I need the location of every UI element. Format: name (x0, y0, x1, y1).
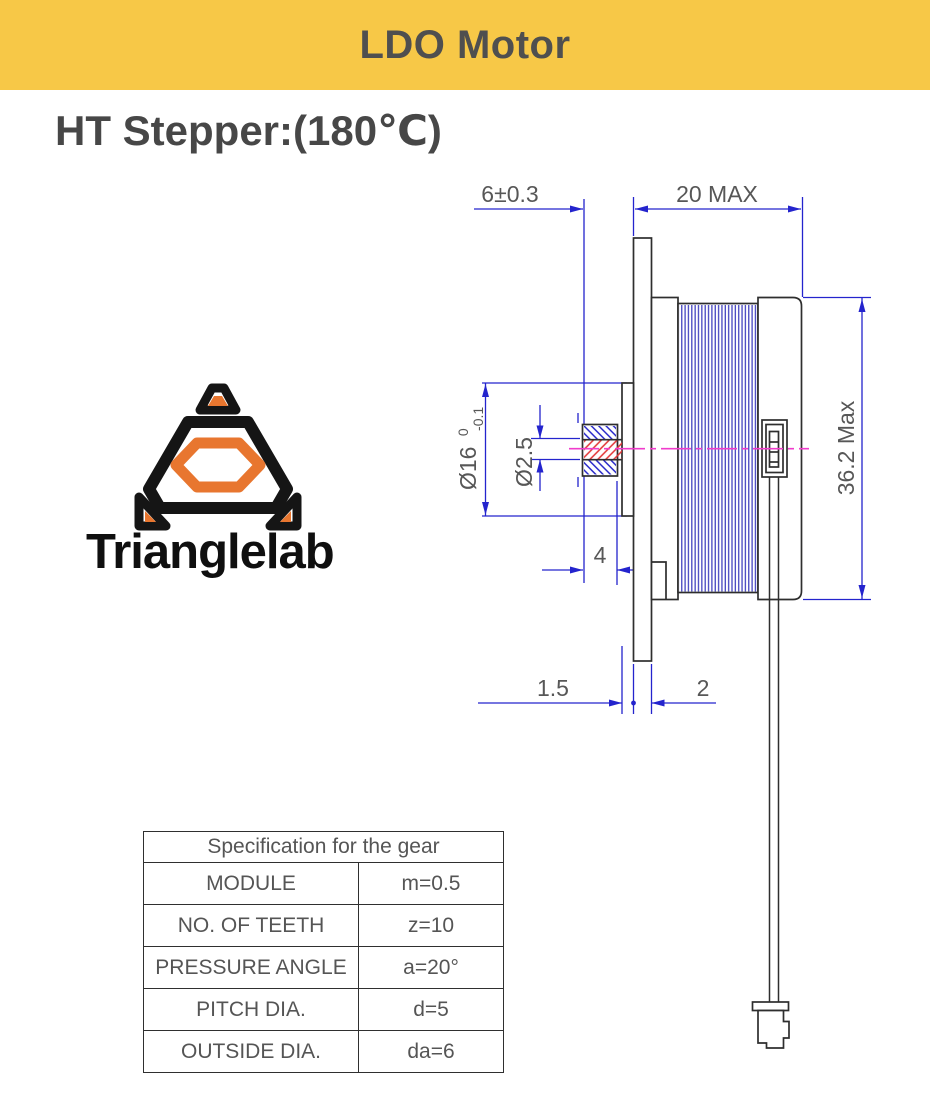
spec-value: a=20° (358, 946, 504, 989)
table-row: PRESSURE ANGLE a=20° (143, 946, 504, 989)
table-row: PITCH DIA. d=5 (143, 988, 504, 1031)
dim-gear-length: 4 (594, 542, 607, 568)
spec-label: NO. OF TEETH (143, 904, 359, 947)
spec-table-title: Specification for the gear (143, 831, 504, 863)
product-subtitle: HT Stepper:(180℃) (55, 107, 442, 154)
dim-pilot-diameter: Ø16 0 -0.1 (447, 407, 486, 490)
table-row: NO. OF TEETH z=10 (143, 904, 504, 947)
page-title: LDO Motor (359, 23, 571, 67)
motor-outline (581, 237, 803, 1049)
spec-value: d=5 (358, 988, 504, 1031)
table-row: OUTSIDE DIA. da=6 (143, 1030, 504, 1073)
dim-boss-thickness: 1.5 (537, 675, 569, 701)
spec-label: PITCH DIA. (143, 988, 359, 1031)
dim-body-length: 20 MAX (676, 181, 758, 207)
spec-value: z=10 (358, 904, 504, 947)
spec-label: OUTSIDE DIA. (143, 1030, 359, 1073)
spec-value: da=6 (358, 1030, 504, 1073)
trianglelab-logo-icon (134, 383, 302, 531)
title-banner: LDO Motor (0, 0, 930, 90)
dimension-labels: 6±0.3 20 MAX 4 1.5 2 Ø16 0 -0.1 Ø2.5 36.… (447, 181, 859, 701)
dim-body-diameter: 36.2 Max (833, 400, 859, 495)
dim-shaft-diameter: Ø2.5 (511, 437, 537, 487)
cable-plug (751, 1001, 790, 1049)
dim-gear-protrusion: 6±0.3 (481, 181, 538, 207)
dim-plate-thickness: 2 (697, 675, 710, 701)
gear-spec-table: Specification for the gear MODULE m=0.5 … (143, 831, 504, 1073)
spec-value: m=0.5 (358, 862, 504, 905)
table-row: MODULE m=0.5 (143, 862, 504, 905)
spec-label: MODULE (143, 862, 359, 905)
motor-cable (768, 477, 780, 1002)
trianglelab-wordmark: Trianglelab (86, 525, 335, 579)
dimension-lines (474, 197, 871, 714)
spec-label: PRESSURE ANGLE (143, 946, 359, 989)
